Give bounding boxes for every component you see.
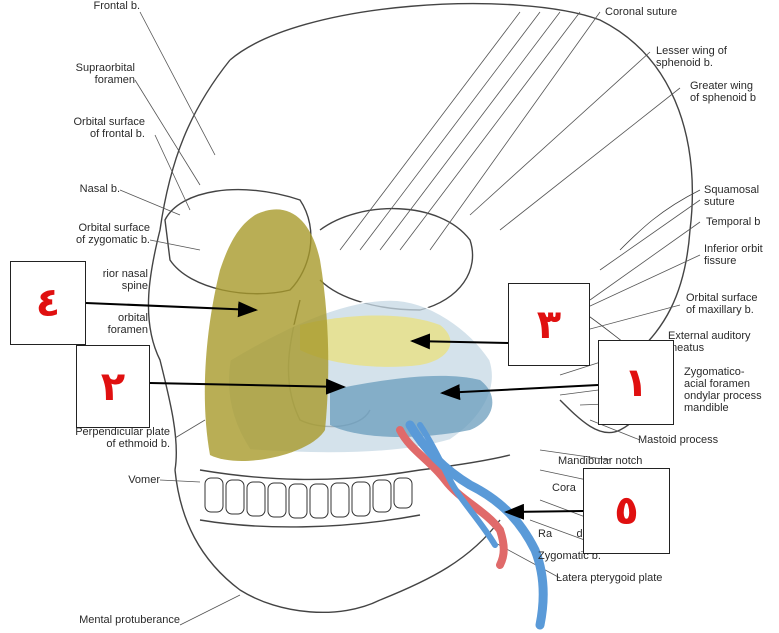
label-vomer: Vomer xyxy=(80,474,160,486)
label-lesser-wing: Lesser wing of sphenoid b. xyxy=(656,45,727,69)
label-perpendicular-plate: Perpendicular plate of ethmoid b. xyxy=(20,426,170,450)
label-greater-wing: Greater wing of sphenoid b xyxy=(690,80,756,104)
label-condylar-process: ondylar process mandible xyxy=(684,390,762,414)
label-orbital-surface-frontal: Orbital surface of frontal b. xyxy=(20,116,145,140)
label-supraorbital-foramen: Supraorbital foramen xyxy=(30,62,135,86)
label-mental-protuberance: Mental protuberance xyxy=(30,614,180,626)
label-frontal: Frontal b. xyxy=(50,0,140,12)
label-anterior-nasal-spine: rior nasal spine xyxy=(86,268,148,292)
label-mandibular-notch: Mandibular notch xyxy=(558,455,642,467)
label-coronal-suture: Coronal suture xyxy=(605,6,677,18)
label-zygomaticofacial-foramen: Zygomatico- acial foramen xyxy=(684,366,750,390)
teeth xyxy=(205,478,412,518)
vein-blue xyxy=(410,425,543,625)
label-mastoid-process: Mastoid process xyxy=(638,434,718,446)
label-temporal-bone: Temporal b xyxy=(706,216,760,228)
label-squamosal-suture: Squamosal suture xyxy=(704,184,759,208)
label-orbital-surface-zygomatic: Orbital surface of zygomatic b. xyxy=(10,222,150,246)
number-box-1: ١ xyxy=(598,340,674,425)
label-infraorbital-foramen: orbital foramen xyxy=(86,312,148,336)
label-inferior-orbital-fissure: Inferior orbit fissure xyxy=(704,243,763,267)
number-box-3: ٣ xyxy=(508,283,590,366)
region-4-olive xyxy=(205,209,328,461)
label-external-auditory-meatus: External auditory meatus xyxy=(668,330,751,354)
arrow-5 xyxy=(506,511,583,512)
label-nasal-bone: Nasal b. xyxy=(30,183,120,195)
number-box-4: ٤ xyxy=(10,261,86,345)
number-box-5: ٥ xyxy=(583,468,670,554)
number-box-2: ٢ xyxy=(76,345,150,428)
label-orbital-surface-maxillary: Orbital surface of maxillary b. xyxy=(686,292,758,316)
label-lateral-pterygoid-plate: Latera pterygoid plate xyxy=(556,572,662,584)
